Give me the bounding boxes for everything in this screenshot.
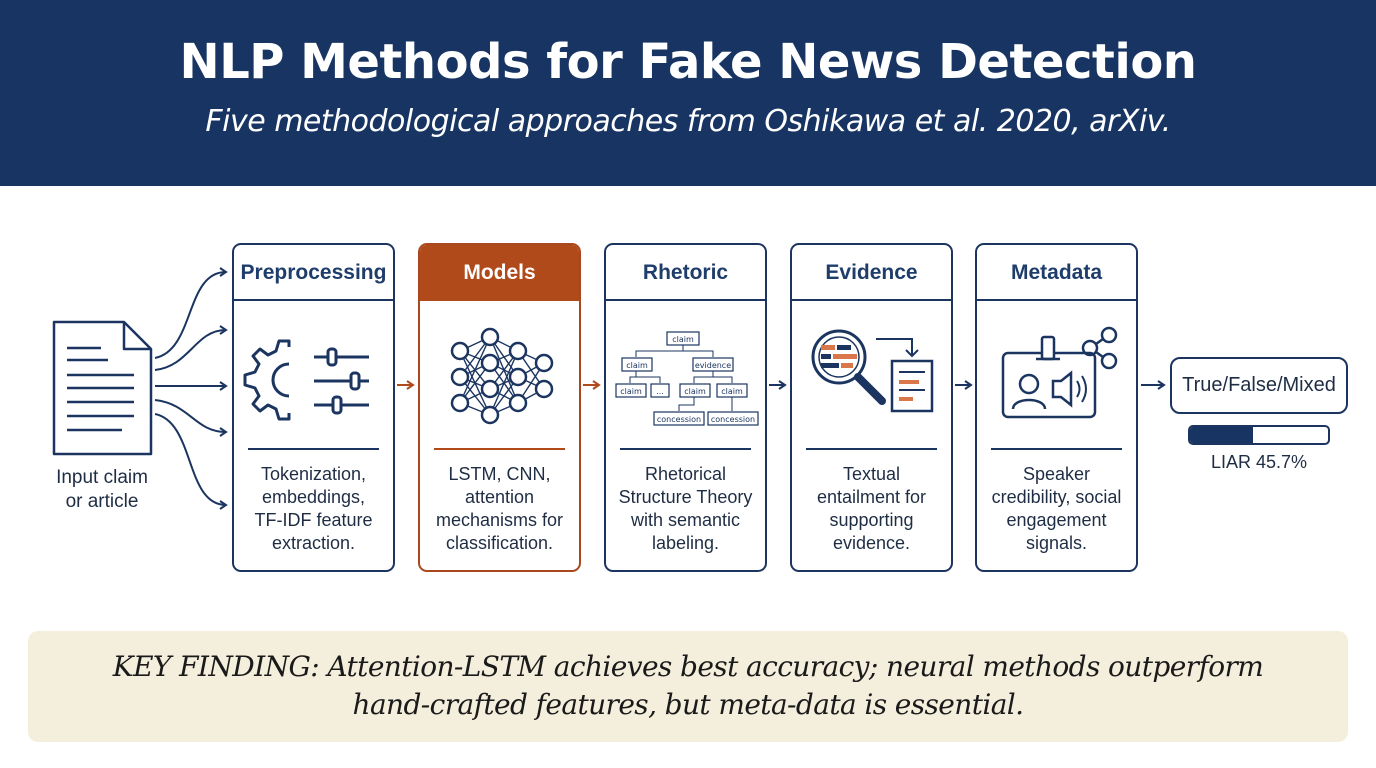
stage-title: Models xyxy=(420,245,579,301)
accuracy-meter-fill xyxy=(1190,427,1254,443)
stage-rhetoric: Rhetoric claim claim evidence claim ... … xyxy=(604,243,767,572)
id-badge-share-icon xyxy=(1001,326,1118,419)
page-subtitle: Five methodological approaches from Oshi… xyxy=(205,104,1171,139)
stage-divider xyxy=(991,448,1122,450)
stage-description: LSTM, CNN, attention mechanisms for clas… xyxy=(435,464,564,553)
document-icon xyxy=(52,320,153,456)
accuracy-meter xyxy=(1188,425,1330,445)
fan-out-arrows xyxy=(154,267,228,510)
neural-network-icon xyxy=(450,327,554,425)
stage-evidence: Evidence Textual entailment for supporti… xyxy=(790,243,953,572)
key-finding-line1: KEY FINDING: Attention-LSTM achieves bes… xyxy=(112,650,1264,683)
key-finding-line2: hand-crafted features, but meta-data is … xyxy=(352,688,1025,721)
gear-sliders-icon xyxy=(243,339,369,421)
stage-title: Metadata xyxy=(977,245,1136,301)
stage-title: Evidence xyxy=(792,245,951,301)
tree-node-text: claim xyxy=(721,387,743,396)
stage-preprocessing: Preprocessing Tokenization, embeddings, … xyxy=(232,243,395,572)
tree-node-text: claim xyxy=(620,387,642,396)
stage-divider xyxy=(434,448,565,450)
accuracy-meter-label: LIAR 45.7% xyxy=(1210,452,1308,472)
stage-description: Tokenization, embeddings, TF-IDF feature… xyxy=(254,464,373,553)
stage-title: Rhetoric xyxy=(606,245,765,301)
tree-node-text: concession xyxy=(657,415,701,424)
page-title: NLP Methods for Fake News Detection xyxy=(179,34,1197,90)
tree-node-text: ... xyxy=(656,387,664,396)
tree-node-text: evidence xyxy=(695,361,731,370)
magnifier-document-icon xyxy=(811,329,934,413)
stage-description: Speaker credibility, social engagement s… xyxy=(991,464,1122,553)
stage-divider xyxy=(248,448,379,450)
stage-description: Textual entailment for supporting eviden… xyxy=(816,464,927,553)
tree-node-text: concession xyxy=(711,415,755,424)
input-label: Input claim or article xyxy=(56,467,148,512)
tree-node-text: claim xyxy=(672,335,694,344)
tree-node-text: claim xyxy=(684,387,706,396)
stage-description: Rhetorical Structure Theory with semanti… xyxy=(618,464,753,553)
output-label: True/False/Mixed xyxy=(1170,357,1348,414)
header-banner: NLP Methods for Fake News Detection Five… xyxy=(0,0,1376,186)
stage-metadata: Metadata Speaker credibility, social eng… xyxy=(975,243,1138,572)
stage-divider xyxy=(806,448,937,450)
tree-node-text: claim xyxy=(626,361,648,370)
stage-divider xyxy=(620,448,751,450)
stage-title: Preprocessing xyxy=(234,245,393,301)
key-finding-banner: KEY FINDING: Attention-LSTM achieves bes… xyxy=(28,631,1348,742)
stage-models: Models LSTM, CNN, attention mechanisms f… xyxy=(418,243,581,572)
discourse-tree-icon: claim claim evidence claim ... claim cla… xyxy=(615,331,759,426)
